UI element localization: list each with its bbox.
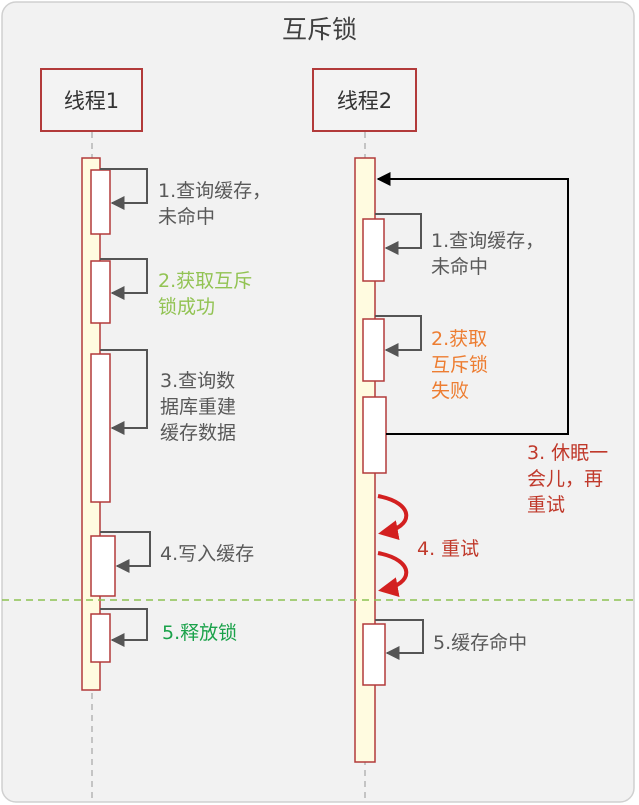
thread1-step4-arrow xyxy=(100,531,151,573)
thread2-step1-box xyxy=(362,218,385,282)
thread2-step1-arrow xyxy=(375,213,422,255)
thread1-step5-label: 5.释放锁 xyxy=(162,622,238,644)
thread2-step3-label: 3. 休眠一 会儿，再 重试 xyxy=(527,442,609,516)
thread2-step2-box xyxy=(362,318,385,382)
thread1-step1-arrow xyxy=(100,168,148,210)
thread1-step2-label: 2.获取互斥 锁成功 xyxy=(158,270,253,318)
thread2-step5-box xyxy=(362,623,386,686)
thread1-step1-label: 1.查询缓存， 未命中 xyxy=(158,180,272,228)
thread1-step1-box xyxy=(90,169,111,235)
thread2-step2-label: 2.获取 互斥锁 失败 xyxy=(431,328,489,402)
thread1-step3-label: 3.查询数 据库重建 缓存数据 xyxy=(160,370,237,444)
thread1-header: 线程1 xyxy=(40,68,143,132)
retry-curved-arrow-2 xyxy=(377,551,409,597)
thread1-step2-box xyxy=(90,260,111,324)
thread2-step3-box xyxy=(362,396,387,474)
thread2-step2-arrow xyxy=(375,315,422,357)
thread1-step2-arrow xyxy=(100,258,148,300)
diagram-title: 互斥锁 xyxy=(281,15,357,44)
thread2-sleep-retry-loop-arrow xyxy=(376,172,569,435)
thread1-step3-arrow xyxy=(100,349,148,435)
thread1-step4-label: 4.写入缓存 xyxy=(160,543,255,565)
thread2-step5-label: 5.缓存命中 xyxy=(433,632,528,654)
retry-curved-arrow-1 xyxy=(377,494,409,540)
thread1-step3-box xyxy=(90,353,111,503)
thread1-step5-box xyxy=(90,613,111,663)
thread1-step4-box xyxy=(90,535,116,597)
thread2-step1-label: 1.查询缓存， 未命中 xyxy=(431,230,545,278)
thread2-step5-arrow xyxy=(375,619,424,660)
thread2-header: 线程2 xyxy=(312,68,417,132)
thread2-step4-label: 4. 重试 xyxy=(417,538,480,560)
thread1-step5-arrow xyxy=(100,608,148,647)
